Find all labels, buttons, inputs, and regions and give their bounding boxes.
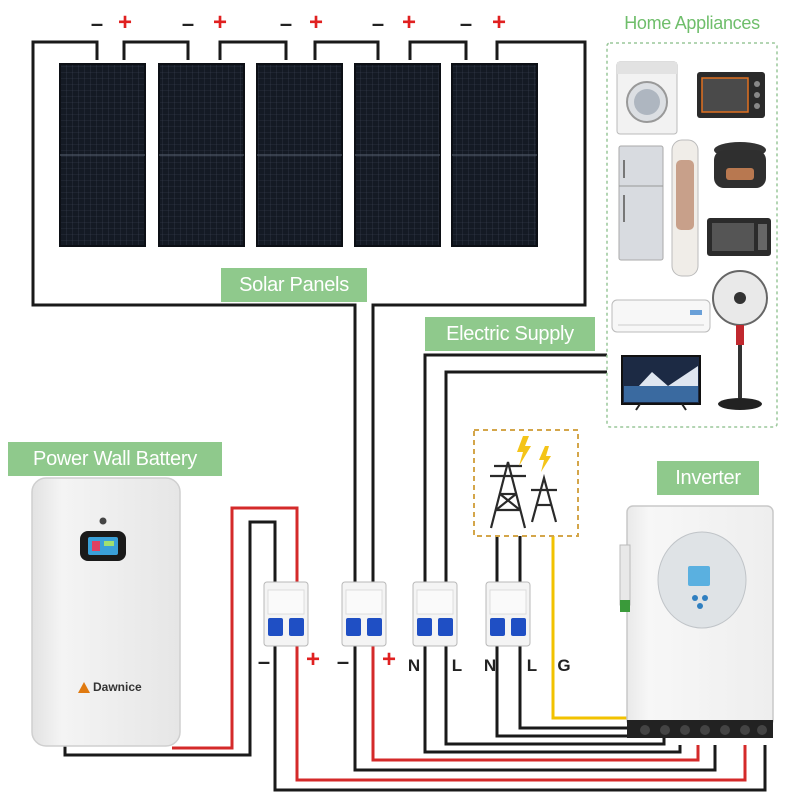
- breaker-solar: [341, 581, 387, 647]
- series-link-1: [122, 40, 190, 60]
- panel-1-minus: –: [90, 11, 104, 36]
- battery-neg-to-inverter: [273, 645, 767, 792]
- washing-machine-icon: [616, 61, 678, 135]
- solar-panel-3: [256, 63, 343, 247]
- supply-n-wire: [423, 353, 607, 582]
- solar-panel-1: [59, 63, 146, 247]
- home-appliances-panel: [606, 42, 778, 428]
- panel-1-plus: +: [117, 9, 132, 36]
- panel-2-minus: –: [181, 11, 195, 36]
- wall-air-conditioner-icon: [611, 299, 711, 333]
- panel-3-plus: +: [308, 9, 323, 36]
- solar-panel-5: [451, 63, 538, 247]
- solar-positive-wire: [371, 40, 587, 582]
- inverter-screen: [688, 566, 710, 586]
- series-link-3: [313, 40, 380, 60]
- battery-status-led: [99, 517, 107, 525]
- panel-4-plus: +: [401, 9, 416, 36]
- battery-breaker-plus: +: [305, 646, 320, 673]
- solar-negative-wire: [31, 40, 357, 582]
- inverter-label: Inverter: [657, 461, 759, 495]
- wires: [31, 40, 767, 792]
- series-link-2: [218, 40, 288, 60]
- battery-positive-wire: [172, 506, 299, 750]
- ground-wire: [551, 535, 640, 720]
- breaker-battery: [263, 581, 309, 647]
- transmission-tower-icon: [489, 461, 558, 529]
- panel-5-minus: –: [459, 11, 473, 36]
- grid-l-to-inverter: [518, 645, 640, 730]
- panel-5-plus: +: [491, 9, 506, 36]
- solar-panels-label: Solar Panels: [221, 268, 367, 302]
- supply-breaker-n: N: [407, 656, 421, 675]
- breaker-grid: [485, 581, 531, 647]
- battery-pos-to-inverter: [295, 645, 747, 782]
- breaker-supply: [412, 581, 458, 647]
- television-icon: [621, 355, 701, 411]
- panel-4-minus: –: [371, 11, 385, 36]
- solar-neg-to-inverter: [353, 645, 717, 772]
- panel-2-plus: +: [212, 9, 227, 36]
- refrigerator-icon: [618, 145, 664, 261]
- hybrid-inverter: [619, 505, 774, 738]
- circuit-breakers: [263, 581, 531, 647]
- grid-breaker-n: N: [483, 656, 497, 675]
- grid-breaker-l: L: [526, 656, 538, 675]
- battery-breaker-minus: –: [257, 649, 271, 674]
- power-wall-battery: [31, 477, 181, 747]
- supply-breaker-l: L: [451, 656, 463, 675]
- tower-air-conditioner-icon: [671, 139, 699, 277]
- solar-breaker-plus: +: [381, 646, 396, 673]
- grid-breaker-g: G: [557, 656, 571, 675]
- panel-3-minus: –: [279, 11, 293, 36]
- home-appliances-title: Home Appliances: [624, 13, 760, 33]
- solar-panel-2: [158, 63, 245, 247]
- solar-breaker-minus: –: [336, 649, 350, 674]
- solar-panel-4: [354, 63, 441, 247]
- series-link-4: [408, 40, 468, 60]
- supply-l-to-inverter: [444, 645, 666, 746]
- microwave-icon: [707, 218, 771, 256]
- lightning-bolt-icon: [517, 436, 551, 472]
- power-grid: [473, 429, 579, 537]
- oven-icon: [697, 72, 765, 118]
- electric-supply-label: Electric Supply: [425, 317, 595, 351]
- solar-panels: [59, 63, 538, 247]
- rice-cooker-icon: [714, 142, 766, 188]
- battery-negative-wire: [63, 520, 277, 757]
- dawnice-logo-icon: [78, 681, 90, 693]
- supply-n-to-inverter: [423, 645, 682, 754]
- power-wall-battery-label: Power Wall Battery: [8, 442, 222, 476]
- standing-fan-icon: [712, 270, 768, 410]
- solar-pos-to-inverter: [371, 645, 700, 762]
- supply-l-wire: [444, 370, 607, 582]
- battery-brand-name: Dawnice: [93, 680, 142, 694]
- battery-brand: Dawnice: [78, 680, 142, 694]
